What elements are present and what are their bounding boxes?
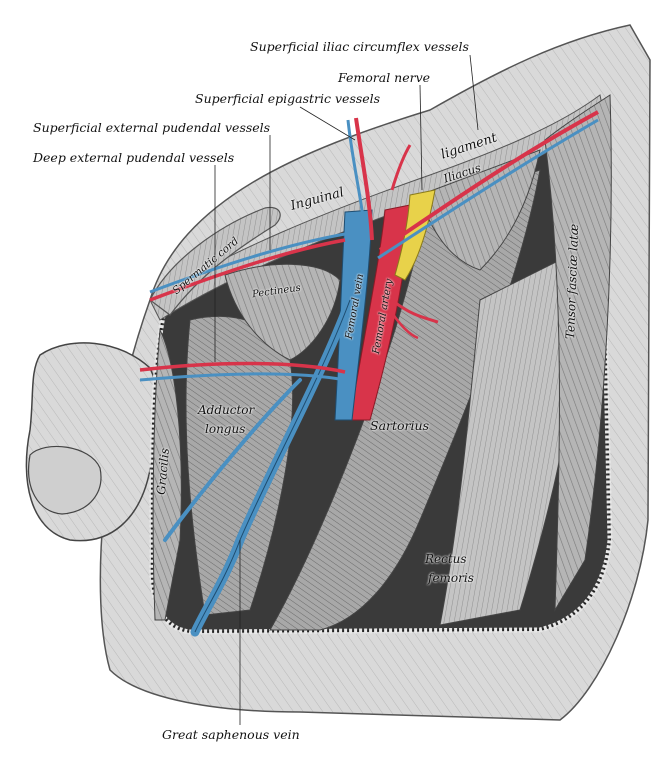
epigastric-branch	[390, 144, 412, 191]
leader-superficial-iliac	[469, 54, 479, 131]
label-sartorius: Sartorius	[370, 418, 429, 433]
superficial-external-pudendal-artery	[149, 238, 346, 302]
leader-femoral-nerve	[419, 84, 423, 191]
superficial-epigastric-vein	[346, 119, 368, 241]
glans	[28, 445, 102, 515]
label-great-saphenous-vein: Great saphenous vein	[162, 727, 300, 742]
pectineus-muscle	[224, 263, 341, 361]
femoral-artery-branch-2	[388, 309, 419, 340]
leader-superficial-epigastric	[299, 106, 356, 141]
superficial-epigastric-artery	[354, 117, 374, 241]
label-femoral-nerve: Femoral nerve	[338, 70, 431, 85]
tensor-fasciae-latae-muscle	[544, 94, 612, 612]
saphenous-tributary	[163, 378, 302, 542]
femoral-vein	[334, 209, 373, 421]
label-deep-external-pudendal: Deep external pudendal vessels	[33, 150, 235, 165]
label-adductor: Adductor	[198, 403, 255, 417]
sartorius-muscle	[269, 169, 541, 631]
great-saphenous-vein-outline	[194, 299, 351, 633]
gracilis-muscle	[152, 328, 182, 621]
deep-external-pudendal-artery	[139, 361, 346, 374]
label-longus: longus	[205, 422, 246, 436]
label-superficial-external-pudendal: Superficial external pudendal vessels	[33, 120, 271, 135]
label-superficial-iliac-circumflex: Superficial iliac circumflex vessels	[250, 39, 469, 54]
label-superficial-epigastric: Superficial epigastric vessels	[195, 91, 381, 106]
superficial-iliac-circumflex-artery	[378, 110, 599, 252]
femoral-artery-branch	[391, 298, 439, 324]
label-rectus: Rectus	[425, 552, 467, 566]
superficial-iliac-circumflex-vein	[377, 118, 599, 260]
deep-external-pudendal-vein	[139, 372, 346, 382]
superficial-external-pudendal-vein	[149, 232, 346, 294]
iliacus-muscle	[419, 149, 541, 271]
label-femoris: femoris	[428, 571, 474, 585]
